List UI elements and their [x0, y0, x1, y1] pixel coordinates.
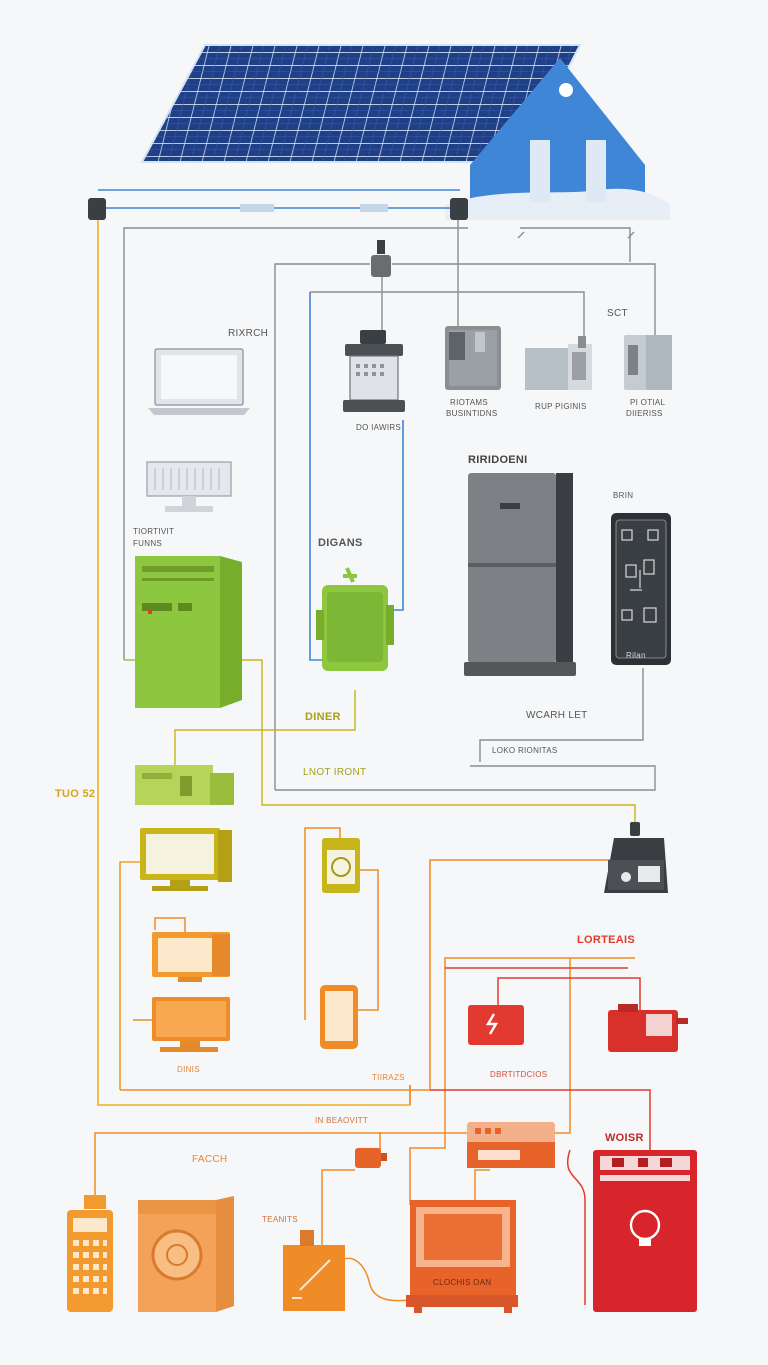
dbrtitdos-label: DBRTITDCIOS — [490, 1070, 547, 1079]
router-label: RIXRCH — [228, 328, 268, 339]
phone-icon — [320, 985, 358, 1049]
sct-label: SCT — [607, 308, 628, 319]
monitor-orange-icon — [152, 932, 230, 982]
device-a-label: RIOTAMS — [450, 398, 488, 407]
panel-label: BRIN — [613, 491, 633, 500]
woisr-label: WOISR — [605, 1132, 644, 1144]
thermostat-olive-icon — [322, 838, 360, 893]
remote-keypad-icon — [67, 1195, 113, 1312]
house-icon — [445, 58, 670, 220]
device-a-sub-label: BUSINTIDNS — [446, 409, 497, 418]
monitor-olive-icon — [140, 828, 232, 891]
inot-label: LNOT IRONT — [303, 767, 366, 778]
monitor-orange-2-icon — [152, 997, 230, 1052]
gray-lines — [123, 220, 656, 791]
device-c-sub-label: DIIERISS — [626, 409, 663, 418]
dishwasher-icon — [316, 567, 394, 671]
wcarh-label: WCARH LET — [526, 710, 588, 721]
server-label: TIORTIVIT — [133, 527, 174, 536]
indeavitt-label: IN BEAOVITT — [315, 1116, 368, 1125]
plug-adapter-icon — [355, 1148, 387, 1168]
facch-label: FACCH — [192, 1154, 227, 1165]
dishes-label: DIGANS — [318, 537, 363, 549]
tv-cabinet-icon: CLOCHIS OAN — [406, 1200, 518, 1313]
control-panel-icon: Rilan — [611, 513, 671, 665]
fridge-label: RIRIDOENI — [468, 454, 528, 466]
printer-icon — [604, 822, 668, 893]
loko-label: LOKO RIONITAS — [492, 746, 558, 755]
battery-red-icon — [468, 1005, 524, 1045]
red-lines — [430, 967, 651, 1305]
diner-label: DINER — [305, 711, 341, 723]
water-heater-label: DO IAWIRS — [356, 423, 401, 432]
device-c-icon — [624, 335, 672, 390]
washing-machine-icon — [138, 1196, 234, 1312]
blue-bus-lines — [98, 189, 460, 661]
lortease-label: LORTEAIS — [577, 934, 635, 946]
device-b-icon — [525, 336, 592, 390]
water-heater-icon — [343, 330, 405, 412]
refrigerator-icon — [464, 473, 576, 676]
router-orange-icon — [467, 1122, 555, 1168]
server-rack-icon — [146, 461, 232, 512]
teanits-label: TEANITS — [262, 1215, 298, 1224]
device-c-label: PI OTIAL — [630, 398, 666, 407]
router-monitor-icon — [148, 348, 250, 415]
device-b-label: RUP PIGINIS — [535, 402, 587, 411]
server-sub-label: FUNNS — [133, 539, 162, 548]
panel-brand-label: Rilan — [626, 651, 646, 660]
tuo-label: TUO 52 — [55, 788, 95, 800]
tiirazs-label: TIIRAZS — [372, 1073, 405, 1082]
bus-connectors — [88, 198, 468, 277]
left-bus-lines — [97, 220, 610, 1106]
heater-red-icon — [593, 1150, 697, 1312]
dinis-label: DINIS — [177, 1065, 200, 1074]
generator-red-icon — [608, 1004, 688, 1052]
gateway-box-icon — [135, 765, 234, 805]
orange-lines — [94, 827, 635, 1302]
charger-box-icon — [283, 1230, 345, 1311]
computer-tower-icon — [135, 556, 242, 708]
clothes-label: CLOCHIS OAN — [433, 1278, 491, 1287]
device-a-icon — [445, 326, 501, 390]
